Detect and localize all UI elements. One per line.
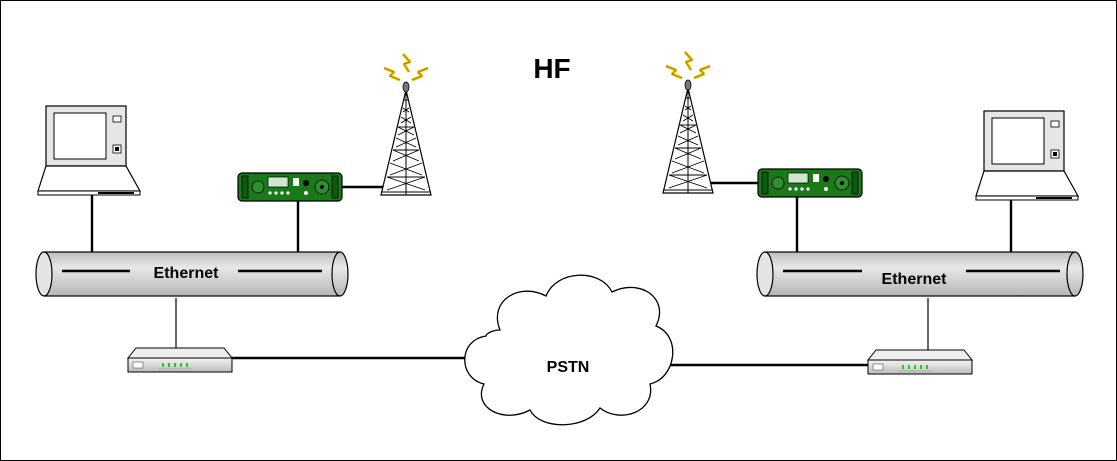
ethernet-label-left: Ethernet: [154, 265, 220, 282]
hf-radio-icon-left: [237, 172, 343, 202]
hf-label: HF: [533, 53, 570, 84]
laptop-icon-left: [37, 105, 141, 196]
ethernet-bus-left: Ethernet: [35, 251, 349, 297]
router-icon-left: [127, 347, 233, 373]
hf-radio-icon-right: [757, 168, 863, 198]
pstn-label: PSTN: [547, 359, 590, 376]
laptop-icon-right: [975, 110, 1079, 201]
router-drop-lines: [175, 298, 929, 350]
cloud-icon: PSTN: [464, 274, 674, 426]
router-icon-right: [867, 349, 973, 375]
ethernet-bus-right: Ethernet: [756, 251, 1084, 297]
ethernet-label-right: Ethernet: [882, 271, 948, 288]
